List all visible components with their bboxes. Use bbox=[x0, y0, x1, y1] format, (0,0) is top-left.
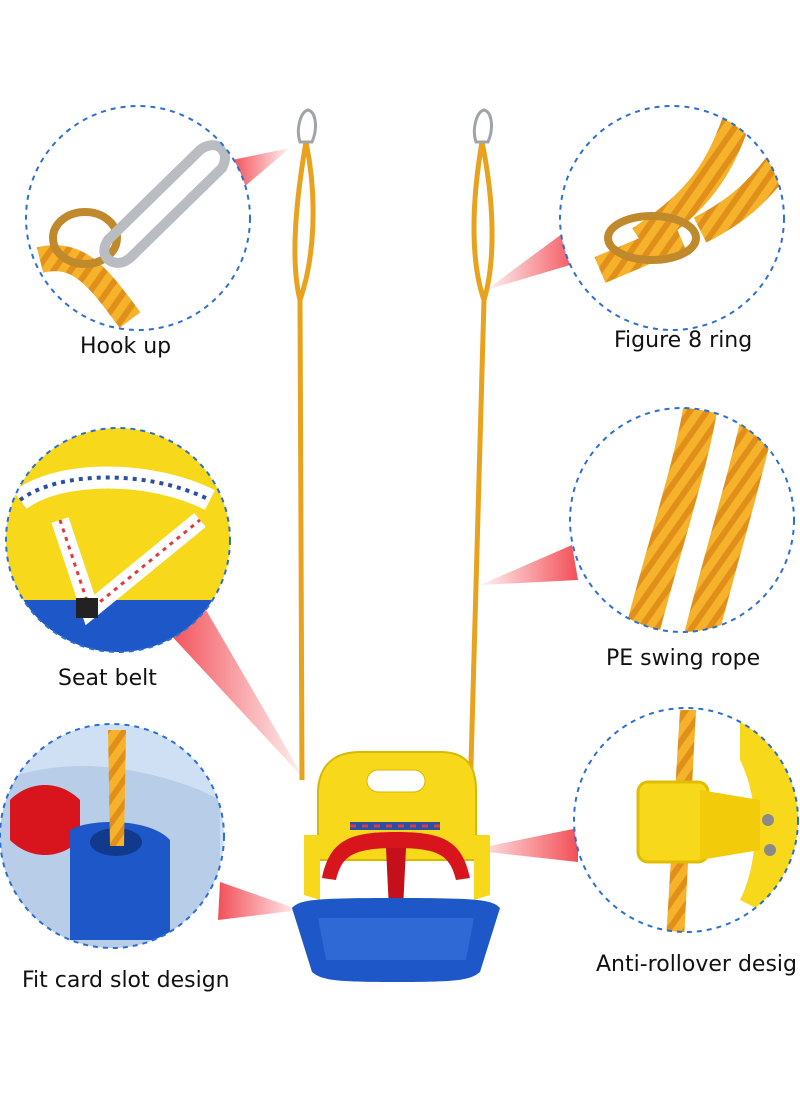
anti-rollover-detail-circle bbox=[574, 708, 798, 932]
swing-ropes bbox=[292, 108, 495, 801]
seatbelt-detail-circle bbox=[6, 428, 230, 652]
label-figure-8-ring: Figure 8 ring bbox=[614, 328, 753, 353]
pointer-rope bbox=[480, 545, 578, 585]
label-hook-up: Hook up bbox=[80, 334, 172, 359]
label-fit-card-slot: Fit card slot design bbox=[22, 968, 230, 993]
pointer-cardslot bbox=[218, 882, 300, 920]
pointer-hook bbox=[232, 148, 290, 192]
label-seat-belt: Seat belt bbox=[58, 666, 157, 691]
rope-detail-circle bbox=[570, 408, 794, 632]
top-hook-right bbox=[472, 108, 493, 144]
hook-detail-circle bbox=[26, 106, 250, 330]
label-anti-rollover: Anti-rollover desig bbox=[596, 952, 798, 977]
pointer-seatbelt bbox=[168, 610, 305, 780]
top-hook-left bbox=[296, 108, 317, 144]
swing-seat bbox=[292, 751, 500, 982]
card-slot-detail-circle bbox=[0, 724, 224, 948]
pointer-antirollover bbox=[470, 828, 578, 862]
pointer-ring bbox=[486, 228, 580, 290]
figure-8-detail-circle bbox=[560, 106, 784, 330]
label-pe-swing-rope: PE swing rope bbox=[606, 646, 761, 671]
